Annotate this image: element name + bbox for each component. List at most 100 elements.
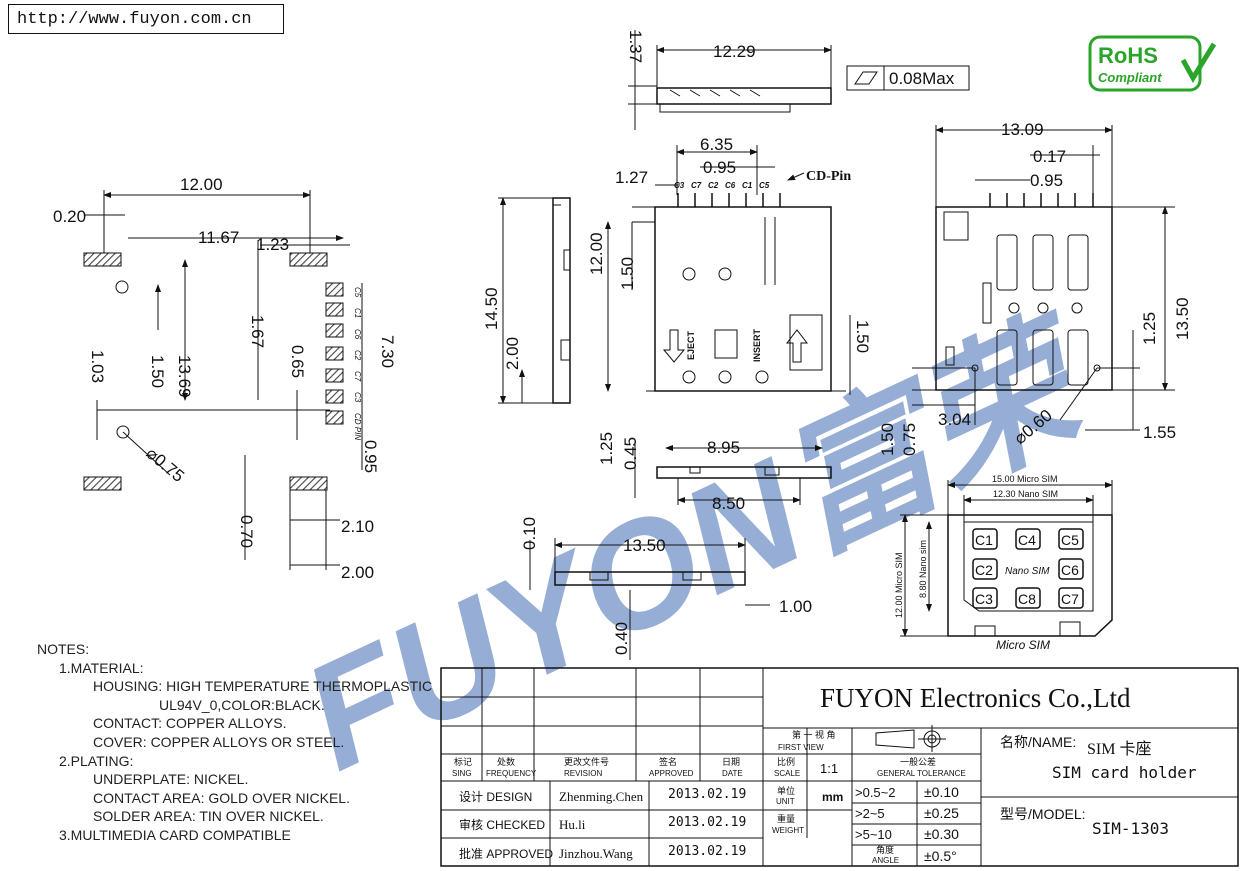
dim-label: 0.17 (1033, 147, 1066, 166)
contact-pad (325, 346, 344, 361)
pad-label: CD PIN (353, 413, 362, 440)
header-freq-en: FREQUENCY (486, 769, 537, 778)
signature-name: Jinzhou.Wang (559, 846, 633, 861)
projection-en: FIRST VIEW (778, 743, 824, 752)
holder-left-side-view: 14.50 2.00 (482, 197, 571, 404)
contact-pad (325, 389, 344, 404)
dim-label: 1.37 (626, 30, 645, 63)
contact-pad (325, 302, 344, 317)
header-date-en: DATE (722, 769, 743, 778)
dim-label: 1.00 (779, 597, 812, 616)
tolerance-value: ±0.25 (924, 805, 959, 821)
header-mark-cn: 标记 (454, 756, 472, 767)
note-line: UL94V_0,COLOR:BLACK. (159, 696, 325, 713)
sim-card-diagram: 15.00 Micro SIM 12.30 Nano SIM 12.00 Mic… (894, 474, 1113, 652)
part-name-cn: SIM 卡座 (1087, 740, 1151, 758)
name-label: 名称/NAME: (1000, 734, 1076, 750)
part-name-en: SIM card holder (1052, 763, 1197, 782)
signature-date: 2013.02.19 (668, 815, 746, 830)
micro-sim-label: Micro SIM (996, 638, 1050, 652)
note-line: 2.PLATING: (59, 752, 134, 769)
dim-label: 1.50 (853, 320, 872, 353)
tolerance-value: ±0.10 (924, 784, 959, 800)
note-line: 1.MATERIAL: (59, 659, 144, 676)
title-block: FUYON Electronics Co.,Ltd 第 一 视 角 FIRST … (440, 667, 1239, 867)
sim-width-nano: 12.30 Nano SIM (993, 489, 1058, 499)
pin-label: C2 (708, 181, 719, 190)
dim-label: 2.00 (341, 563, 374, 582)
micro-sim-outline (947, 514, 1113, 637)
pad-label: C1 (353, 308, 362, 318)
sim-width-micro: 15.00 Micro SIM (992, 474, 1058, 484)
note-line: CONTACT AREA: GOLD OVER NICKEL. (93, 789, 350, 806)
dim-label: 1.55 (1143, 423, 1176, 442)
weight-en: WEIGHT (772, 826, 804, 835)
dim-label: 1.27 (615, 168, 648, 187)
footprint-pad (83, 252, 122, 267)
notes-section: NOTES: 1.MATERIAL: HOUSING: HIGH TEMPERAT… (37, 640, 432, 845)
sim-contact-label: C3 (975, 591, 993, 607)
note-line: HOUSING: HIGH TEMPERATURE THERMOPLASTIC (93, 678, 433, 695)
dim-label: 1.50 (618, 257, 637, 290)
dim-label: 0.65 (288, 345, 307, 378)
dim-label: 12.29 (713, 42, 756, 61)
signature-date: 2013.02.19 (668, 844, 746, 859)
sim-contact-box (972, 528, 998, 550)
dim-label: 0.10 (520, 517, 539, 550)
header-rev-cn: 更改文件号 (564, 756, 609, 767)
dim-label: 8.95 (707, 438, 740, 457)
dim-label: 0.40 (612, 622, 631, 655)
projection-cn: 第 一 视 角 (792, 729, 836, 740)
company-name: FUYON Electronics Co.,Ltd (820, 683, 1131, 713)
notes-title: NOTES: (37, 641, 90, 657)
insert-label: INSERT (752, 328, 762, 362)
pad-label: C5 (353, 287, 362, 298)
tolerance-value: ±0.30 (924, 826, 959, 842)
model-number: SIM-1303 (1092, 819, 1169, 838)
sim-contact-label: C6 (1061, 562, 1079, 578)
dim-label: 6.35 (700, 135, 733, 154)
rohs-subtitle: Compliant (1098, 70, 1162, 85)
header-appr-en: APPROVED (649, 769, 694, 778)
signature-role: 审核 CHECKED (459, 817, 545, 832)
dim-label: 8.50 (712, 494, 745, 513)
dim-label: 13.50 (1173, 297, 1192, 340)
unit-cn: 单位 (777, 785, 795, 796)
signature-date: 2013.02.19 (668, 787, 746, 802)
pin-label: C7 (691, 181, 702, 190)
holder-outline (654, 206, 832, 392)
header-mark-en: SING (452, 769, 472, 778)
header-rev-en: REVISION (564, 769, 602, 778)
arrow-up-icon (785, 329, 809, 363)
footprint-pad (83, 476, 122, 491)
pin-label: C6 (725, 181, 736, 190)
tolerance-range: >5~10 (855, 827, 892, 842)
weight-cn: 重量 (777, 813, 795, 824)
sim-contact-box (972, 558, 998, 580)
footprint-pad (289, 476, 328, 491)
dim-label: 0.95 (361, 440, 380, 473)
header-freq-cn: 处数 (497, 756, 515, 767)
sim-contact-box (1058, 587, 1084, 609)
note-line: SOLDER AREA: TIN OVER NICKEL. (93, 808, 324, 825)
dim-label: 0.75 (900, 423, 919, 456)
signature-role: 批准 APPROVED (459, 846, 553, 861)
scale-value: 1:1 (820, 761, 838, 776)
dim-label: 2.00 (503, 337, 522, 370)
dim-label: 1.25 (597, 432, 616, 465)
dim-label: 1.23 (256, 235, 289, 254)
locating-hole (115, 280, 129, 294)
pad-label: C7 (353, 371, 362, 382)
header-appr-cn: 签名 (659, 756, 677, 767)
top-side-view: 12.29 1.37 0.08Max (626, 30, 970, 130)
unit-en: UNIT (776, 797, 795, 806)
website-url: http://www.fuyon.com.cn (8, 4, 284, 34)
sim-contact-box (972, 587, 998, 609)
flatness-value: 0.08Max (889, 69, 955, 88)
angle-cn: 角度 (876, 844, 894, 855)
dim-label: 13.09 (1001, 120, 1044, 139)
scale-cn: 比例 (777, 756, 795, 767)
